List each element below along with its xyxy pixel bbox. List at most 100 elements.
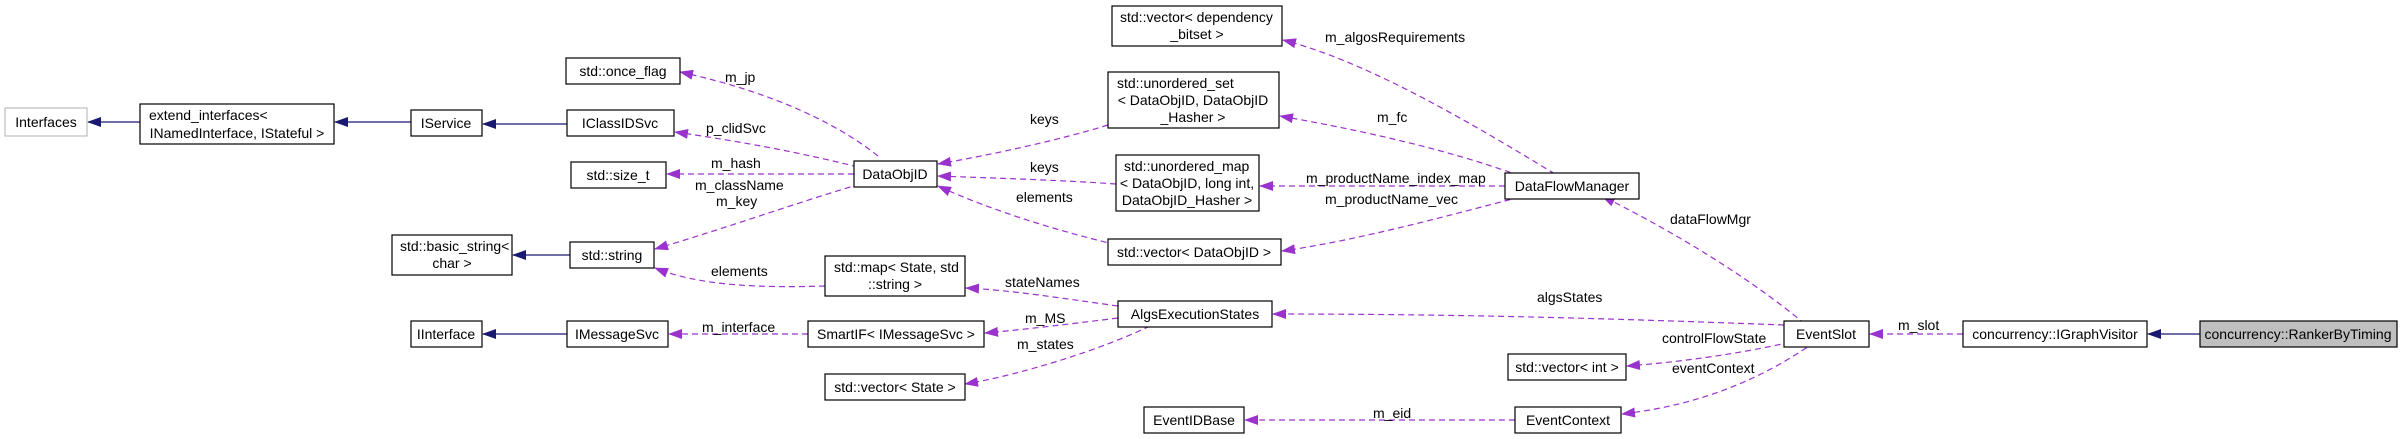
node-vector-dependency-bitset-label-2: _bitset > [1169, 26, 1223, 42]
node-smartif[interactable]: SmartIF< IMessageSvc > [807, 320, 985, 348]
node-eventidbase-label: EventIDBase [1153, 412, 1235, 428]
node-iservice-label: IService [421, 115, 472, 131]
node-basic-string[interactable]: std::basic_string< char > [391, 234, 513, 276]
node-dataobjid[interactable]: DataObjID [853, 160, 938, 188]
node-unordered-map-label-2: < DataObjID, long int, [1120, 175, 1254, 191]
node-iclassidsvc[interactable]: IClassIDSvc [566, 109, 675, 137]
node-extend-interfaces-label-1: extend_interfaces< [149, 107, 268, 123]
node-unordered-map[interactable]: std::unordered_map < DataObjID, long int… [1115, 154, 1260, 212]
label-keys-set: keys [1030, 111, 1059, 127]
edge-m-states [964, 325, 1151, 387]
node-size-t-label: std::size_t [586, 167, 649, 183]
node-eventidbase[interactable]: EventIDBase [1143, 406, 1245, 434]
node-eventslot[interactable]: EventSlot [1783, 320, 1870, 348]
label-m-productname-index-map: m_productName_index_map [1306, 170, 1486, 186]
edge-m-productname-vec [1281, 196, 1521, 255]
node-vector-int[interactable]: std::vector< int > [1507, 353, 1627, 381]
label-statenames: stateNames [1005, 274, 1080, 290]
node-igraphvisitor-label: concurrency::IGraphVisitor [1972, 326, 2138, 342]
edge-controlflowstate [1626, 339, 1801, 371]
edge-m-algosrequirements [1282, 38, 1556, 175]
node-eventcontext-label: EventContext [1526, 412, 1610, 428]
edge-m-jp [679, 69, 879, 157]
node-ranker-by-timing-label: concurrency::RankerByTiming [2205, 326, 2392, 342]
class-nodes: Interfaces extend_interfaces< INamedInte… [4, 5, 2398, 434]
node-unordered-set[interactable]: std::unordered_set < DataObjID, DataObjI… [1107, 71, 1280, 129]
node-algs-execution-states-label: AlgsExecutionStates [1131, 306, 1259, 322]
edge-m-ms [984, 317, 1119, 337]
edge-statenames [965, 283, 1119, 307]
label-m-classname: m_className [695, 177, 784, 193]
node-smartif-label: SmartIF< IMessageSvc > [817, 326, 975, 342]
node-unordered-set-label-3: _Hasher > [1160, 109, 1226, 125]
node-extend-interfaces-label-2: INamedInterface, IStateful > [150, 125, 325, 141]
node-extend-interfaces[interactable]: extend_interfaces< INamedInterface, ISta… [139, 103, 335, 145]
node-igraphvisitor[interactable]: concurrency::IGraphVisitor [1962, 320, 2148, 348]
node-imessagesvc[interactable]: IMessageSvc [566, 320, 669, 348]
node-unordered-set-label-1: std::unordered_set [1117, 75, 1234, 91]
node-vector-dependency-bitset[interactable]: std::vector< dependency _bitset > [1111, 5, 1283, 47]
node-eventcontext[interactable]: EventContext [1514, 406, 1622, 434]
label-keys-map: keys [1030, 159, 1059, 175]
edge-labels: m_jp p_clidSvc m_hash m_className m_key … [695, 29, 1939, 421]
label-controlflowstate: controlFlowState [1662, 330, 1766, 346]
label-m-eid: m_eid [1373, 405, 1411, 421]
edge-elements-string [654, 267, 826, 288]
node-ranker-by-timing[interactable]: concurrency::RankerByTiming [2199, 320, 2398, 348]
node-iservice[interactable]: IService [410, 109, 483, 137]
edge-p-clidsvc [674, 128, 859, 168]
label-m-fc: m_fc [1377, 109, 1407, 125]
node-once-flag[interactable]: std::once_flag [565, 57, 681, 85]
node-string-label: std::string [582, 247, 643, 263]
node-unordered-map-label-1: std::unordered_map [1124, 158, 1250, 174]
node-interfaces-label: Interfaces [15, 114, 76, 130]
node-algs-execution-states[interactable]: AlgsExecutionStates [1117, 300, 1273, 328]
node-iinterface[interactable]: IInterface [410, 320, 483, 348]
node-vector-dependency-bitset-label-1: std::vector< dependency [1120, 9, 1273, 25]
edge-algsstates [1272, 309, 1785, 326]
node-interfaces[interactable]: Interfaces [4, 107, 88, 137]
node-vector-dataobjid-label: std::vector< DataObjID > [1117, 244, 1271, 260]
label-m-states: m_states [1017, 336, 1074, 352]
label-m-hash: m_hash [711, 155, 761, 171]
node-basic-string-label-1: std::basic_string< [400, 238, 509, 254]
label-elements-string: elements [711, 263, 768, 279]
label-m-slot: m_slot [1898, 317, 1939, 333]
node-std-map[interactable]: std::map< State, std ::string > [824, 255, 966, 297]
usage-edges [654, 38, 1963, 425]
edge-m-fc [1279, 113, 1521, 177]
edge-elements-vec [937, 185, 1127, 248]
label-algsstates: algsStates [1537, 289, 1602, 305]
node-imessagesvc-label: IMessageSvc [575, 326, 659, 342]
node-unordered-set-label-2: < DataObjID, DataObjID [1118, 92, 1269, 108]
label-dataflowmgr: dataFlowMgr [1670, 211, 1751, 227]
edge-eventcontext [1621, 341, 1816, 418]
label-m-algosrequirements: m_algosRequirements [1325, 29, 1465, 45]
label-m-ms: m_MS [1025, 310, 1065, 326]
edge-m-classname-key [654, 183, 861, 251]
node-std-map-label-1: std::map< State, std [834, 259, 959, 275]
label-elements-vec: elements [1016, 189, 1073, 205]
label-m-productname-vec: m_productName_vec [1325, 191, 1458, 207]
node-vector-int-label: std::vector< int > [1515, 359, 1619, 375]
label-eventcontext: eventContext [1672, 360, 1755, 376]
node-vector-state[interactable]: std::vector< State > [824, 373, 966, 401]
label-m-jp: m_jp [725, 69, 756, 85]
node-dataobjid-label: DataObjID [862, 166, 927, 182]
label-m-interface: m_interface [702, 319, 775, 335]
node-iclassidsvc-label: IClassIDSvc [582, 115, 658, 131]
label-p-clidsvc: p_clidSvc [706, 120, 766, 136]
node-basic-string-label-2: char > [432, 255, 471, 271]
node-dataflowmanager[interactable]: DataFlowManager [1504, 172, 1640, 200]
node-std-map-label-2: ::string > [868, 276, 922, 292]
edge-keys-map [937, 171, 1117, 185]
node-size-t[interactable]: std::size_t [570, 161, 667, 189]
node-vector-dataobjid[interactable]: std::vector< DataObjID > [1107, 238, 1282, 266]
node-vector-state-label: std::vector< State > [834, 379, 955, 395]
node-string[interactable]: std::string [569, 241, 655, 269]
node-unordered-map-label-3: DataObjID_Hasher > [1122, 192, 1252, 208]
inheritance-edges [87, 117, 2200, 339]
edge-dataflowmgr [1601, 195, 1806, 325]
edge-keys-set [937, 124, 1109, 167]
